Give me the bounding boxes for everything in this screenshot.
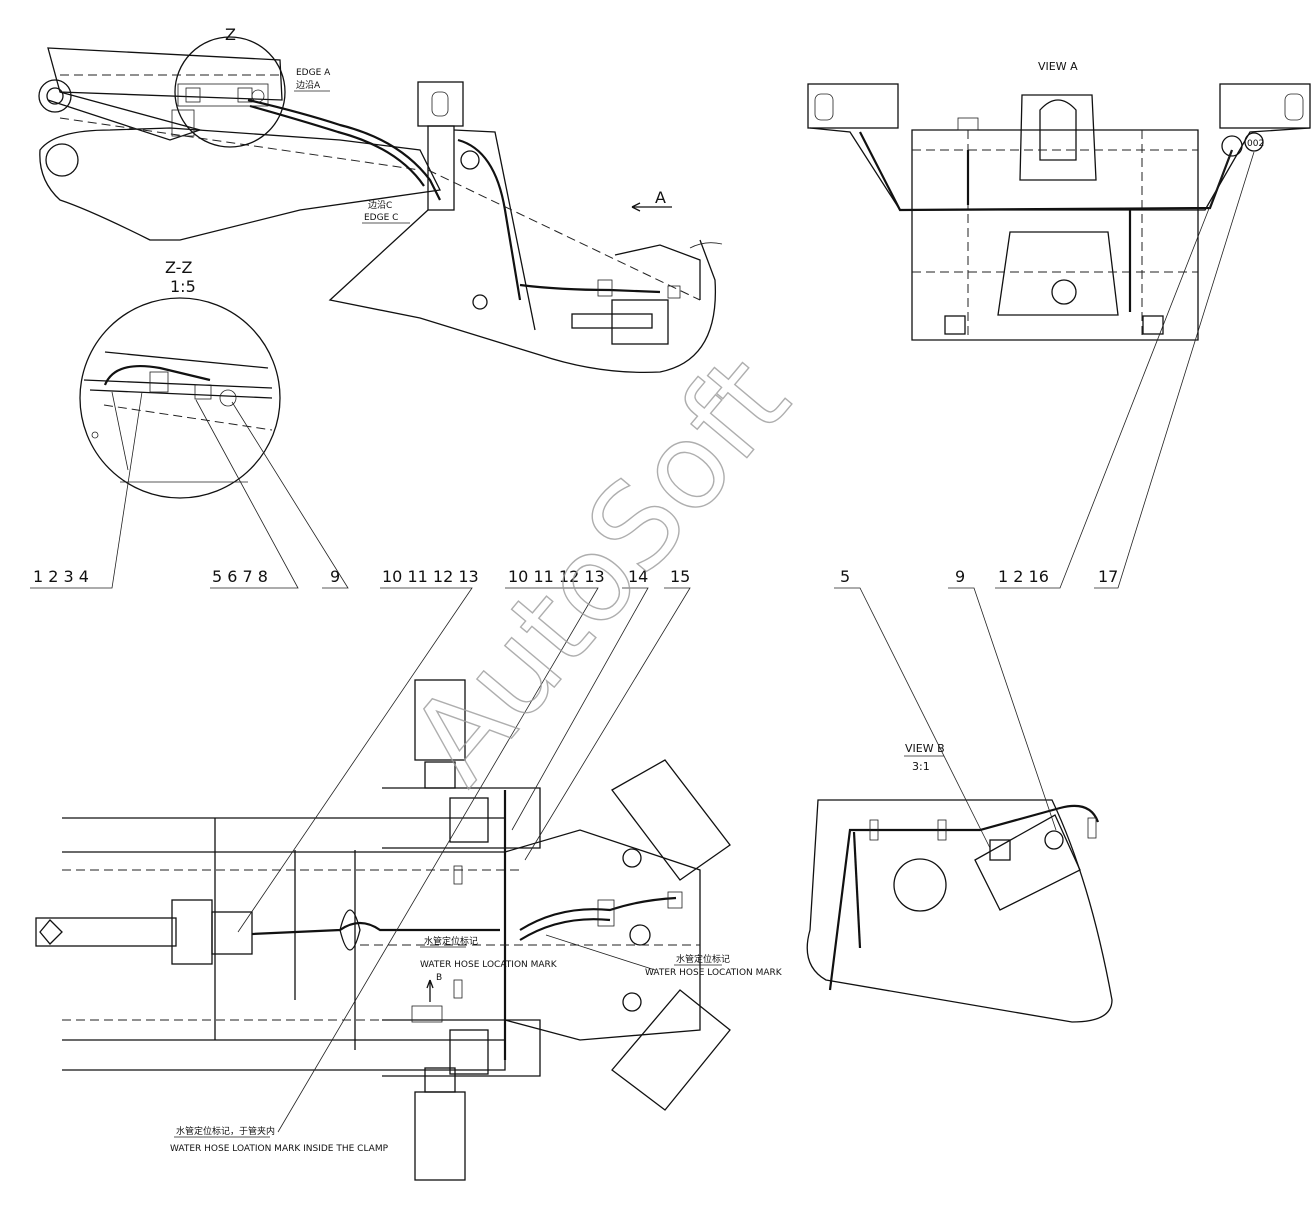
clamp-note-en: WATER HOSE LOATION MARK INSIDE THE CLAMP xyxy=(170,1144,389,1154)
zz-scale: 1:5 xyxy=(170,277,196,296)
view-a-title: VIEW A xyxy=(1038,60,1078,73)
view-b: VIEW B 3:1 xyxy=(806,742,1113,1023)
callout-14: 14 xyxy=(628,567,648,586)
callout-17: 17 xyxy=(1098,567,1118,586)
view-a: VIEW A 002 xyxy=(807,60,1311,341)
hose-mark2-cn: 水管定位标记 xyxy=(676,953,730,965)
callout-10-13-right: 10 11 12 13 xyxy=(508,567,605,586)
plan-view: B 水管定位标记 WATER HOSE LOCATION MARK 水管定位标记… xyxy=(35,679,783,1181)
hose-mark2-en: WATER HOSE LOCATION MARK xyxy=(645,968,783,978)
callout-5-6-7-8: 5 6 7 8 xyxy=(212,567,268,586)
callout-9-left: 9 xyxy=(330,567,340,586)
callouts: 1 2 3 4 5 6 7 8 9 10 11 12 13 10 11 12 1… xyxy=(30,149,1255,1133)
hose-mark-cn: 水管定位标记 xyxy=(424,935,478,947)
edge-c-en: EDGE C xyxy=(364,213,398,223)
callout-1-2-3-4: 1 2 3 4 xyxy=(33,567,89,586)
part-code: 002 xyxy=(1247,139,1264,149)
detail-zz: Z-Z 1:5 xyxy=(79,258,281,499)
zz-title: Z-Z xyxy=(165,258,192,277)
edge-c-cn: 边沿C xyxy=(368,200,392,211)
callout-15: 15 xyxy=(670,567,690,586)
callout-9-right: 9 xyxy=(955,567,965,586)
side-view: Z EDGE A 边沿A 边沿C EDGE C A xyxy=(38,25,723,374)
callout-5-right: 5 xyxy=(840,567,850,586)
callout-1-2-16: 1 2 16 xyxy=(998,567,1049,586)
z-label: Z xyxy=(225,25,236,44)
b-marker: B xyxy=(436,973,442,983)
clamp-note-cn: 水管定位标记，于管夹内 xyxy=(176,1125,275,1137)
arrow-a-label: A xyxy=(655,188,666,207)
callout-10-13-left: 10 11 12 13 xyxy=(382,567,479,586)
view-b-title: VIEW B xyxy=(905,742,945,755)
view-b-scale: 3:1 xyxy=(912,760,930,773)
edge-a-cn: 边沿A xyxy=(296,80,321,91)
hose-mark-en: WATER HOSE LOCATION MARK xyxy=(420,960,558,970)
edge-a-en: EDGE A xyxy=(296,68,331,78)
